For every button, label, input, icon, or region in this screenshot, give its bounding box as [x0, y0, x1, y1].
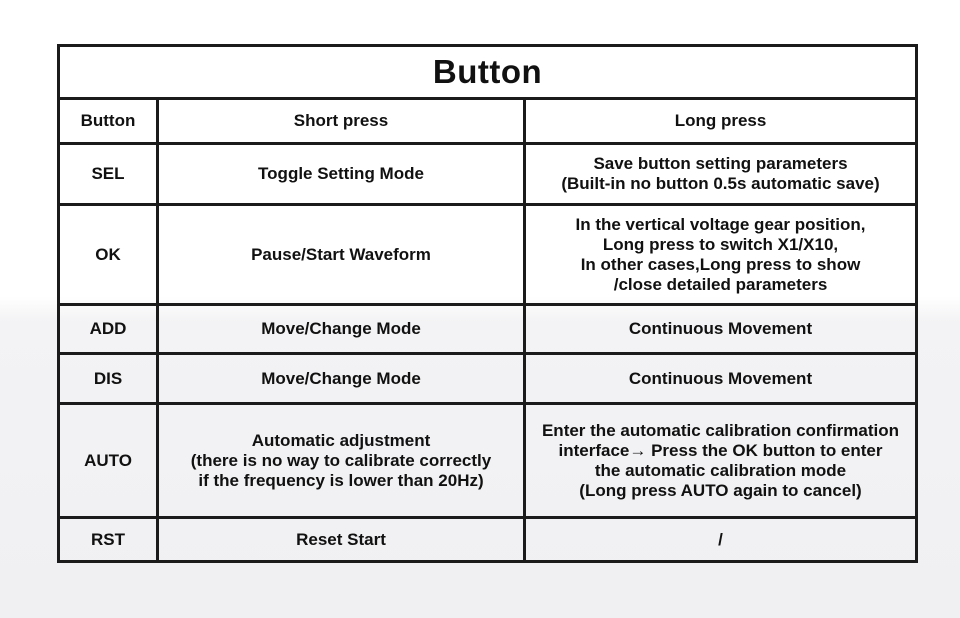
table-row-auto: AUTO Automatic adjustment (there is no w…	[57, 402, 919, 519]
short-press-sel: Toggle Setting Mode	[156, 142, 526, 206]
short-press-dis: Move/Change Mode	[156, 352, 526, 405]
table-row-ok: OK Pause/Start Waveform In the vertical …	[57, 203, 919, 306]
short-press-rst: Reset Start	[156, 516, 526, 563]
long-press-auto: Enter the automatic calibration confirma…	[522, 402, 919, 519]
button-functions-table: Button Button Short press Long press SEL…	[56, 44, 919, 563]
long-press-add: Continuous Movement	[522, 303, 919, 355]
column-header-button: Button	[57, 97, 159, 145]
button-name-rst: RST	[57, 516, 159, 563]
short-press-add: Move/Change Mode	[156, 303, 526, 355]
button-name-dis: DIS	[57, 352, 159, 405]
button-name-sel: SEL	[57, 142, 159, 206]
column-header-short-press: Short press	[156, 97, 526, 145]
table-header-row: Button Short press Long press	[57, 97, 919, 145]
table-title: Button	[56, 44, 919, 100]
table-row-rst: RST Reset Start /	[57, 516, 919, 563]
table-row-sel: SEL Toggle Setting Mode Save button sett…	[57, 142, 919, 206]
long-press-ok: In the vertical voltage gear position, L…	[522, 203, 919, 306]
table-title-row: Button	[56, 44, 919, 100]
long-press-sel: Save button setting parameters (Built-in…	[522, 142, 919, 206]
table-row-dis: DIS Move/Change Mode Continuous Movement	[57, 352, 919, 405]
table-row-add: ADD Move/Change Mode Continuous Movement	[57, 303, 919, 355]
short-press-auto: Automatic adjustment (there is no way to…	[156, 402, 526, 519]
long-press-rst: /	[522, 516, 919, 563]
column-header-long-press: Long press	[522, 97, 919, 145]
short-press-ok: Pause/Start Waveform	[156, 203, 526, 306]
button-name-add: ADD	[57, 303, 159, 355]
button-name-auto: AUTO	[57, 402, 159, 519]
button-name-ok: OK	[57, 203, 159, 306]
long-press-dis: Continuous Movement	[522, 352, 919, 405]
